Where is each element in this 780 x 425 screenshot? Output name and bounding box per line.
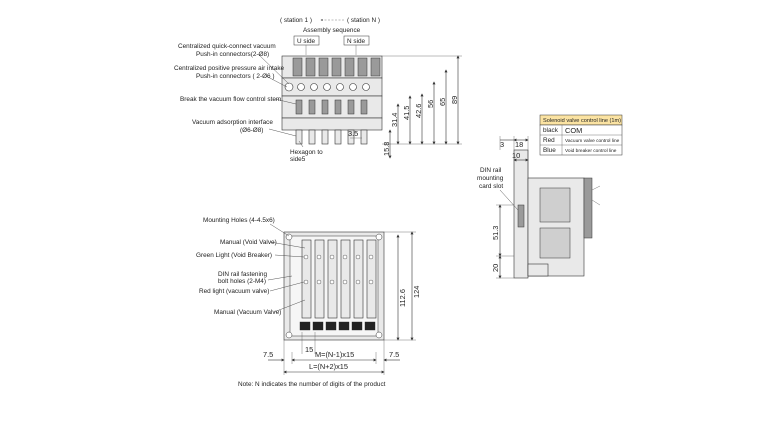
plan-view: Mounting Holes (4-4.5x6) Manual (Void Va… bbox=[196, 217, 421, 388]
solenoid-table-body bbox=[539, 124, 623, 156]
solenoid-row-red-color: Red bbox=[543, 137, 555, 144]
leader-manual-void bbox=[269, 241, 306, 249]
callout-mounting-holes: Mounting Holes (4-4.5x6) bbox=[203, 217, 275, 224]
front-bottom-dimensions: 3.5 15.8 bbox=[348, 129, 392, 159]
leader-din-slot bbox=[499, 189, 519, 211]
leader-flow-stem bbox=[274, 98, 297, 105]
plan-vertical-dimensions: 112.6 124 bbox=[384, 231, 421, 341]
callout-red-light: Red light (vacuum valve) bbox=[199, 288, 269, 295]
side-dim-20: 20 bbox=[491, 264, 500, 272]
callout-air-intake-2: Push-in connectors ( 2-Ø6 ) bbox=[196, 73, 275, 80]
front-stems bbox=[295, 99, 368, 115]
assembly-header: ( station 1 ) ( station N ) Assembly seq… bbox=[280, 17, 380, 55]
dim-56: 56 bbox=[426, 100, 435, 108]
side-dimensions: 3 18 10 51.3 20 bbox=[491, 136, 529, 279]
plan-stations bbox=[301, 239, 377, 319]
front-nozzles bbox=[295, 129, 368, 145]
dim-l-formula: L=(N+2)x15 bbox=[309, 362, 348, 371]
solenoid-row-black-color: black bbox=[543, 127, 559, 134]
din-label-3: card slot bbox=[479, 183, 503, 190]
front-ports bbox=[284, 82, 370, 92]
leader-vacuum-connectors bbox=[257, 53, 290, 85]
leader-mounting-holes bbox=[269, 223, 290, 237]
u-side-label: U side bbox=[297, 38, 316, 45]
assembly-sequence-label: Assembly sequence bbox=[303, 27, 361, 34]
station-last-label: ( station N ) bbox=[347, 17, 380, 24]
leader-red-light bbox=[269, 281, 305, 292]
dim-31-4: 31.4 bbox=[390, 113, 399, 127]
side-breaker-block bbox=[539, 227, 571, 259]
leader-din-bolt bbox=[267, 275, 293, 281]
side-wire-2 bbox=[591, 199, 601, 206]
dim-left-7-5: 7.5 bbox=[263, 350, 273, 359]
side-dim-18: 18 bbox=[515, 140, 523, 149]
solenoid-row-blue-color: Blue bbox=[543, 147, 556, 154]
side-view: DIN rail mounting card slot 3 18 10 51.3… bbox=[477, 136, 601, 279]
dim-124: 124 bbox=[412, 286, 421, 298]
front-station-columns bbox=[292, 57, 381, 77]
callout-hexagon-2: side5 bbox=[290, 156, 306, 163]
solenoid-row-black-desc: COM bbox=[565, 126, 582, 135]
leader-adsorption bbox=[268, 128, 297, 137]
side-valve-block bbox=[539, 187, 571, 223]
leader-air-intake bbox=[265, 75, 288, 88]
dim-41-5: 41.5 bbox=[402, 106, 411, 120]
solenoid-row-red-desc: Vacuum valve control line bbox=[565, 138, 620, 144]
dim-3-5: 3.5 bbox=[348, 129, 358, 138]
callout-vacuum-connectors-1: Centralized quick-connect vacuum bbox=[178, 43, 276, 50]
side-bottom-fitting bbox=[527, 263, 549, 277]
dim-pitch-15: 15 bbox=[305, 345, 313, 354]
callout-din-bolt-1: DIN rail fastening bbox=[218, 271, 267, 278]
callout-air-intake-1: Centralized positive pressure air intake bbox=[174, 65, 285, 72]
callout-adsorption-2: (Ø6-Ø8) bbox=[240, 127, 263, 134]
callout-adsorption-1: Vacuum adsorption interface bbox=[192, 119, 273, 126]
dim-112-6: 112.6 bbox=[398, 289, 407, 307]
product-note: Note: N indicates the number of digits o… bbox=[238, 381, 386, 388]
station-first-label: ( station 1 ) bbox=[280, 17, 312, 24]
callout-hexagon-1: Hexagon to bbox=[290, 149, 323, 156]
leader-manual-vacuum bbox=[273, 299, 306, 313]
plan-horizontal-dimensions: 15 7.5 M=(N-1)x15 7.5 L=(N+2)x15 bbox=[263, 332, 400, 375]
mount-hole-bl bbox=[285, 331, 293, 339]
mount-hole-tr bbox=[375, 233, 383, 241]
side-wire-1 bbox=[591, 185, 601, 191]
callout-flow-stem: Break the vacuum flow control stem bbox=[180, 96, 281, 103]
din-label-1: DIN rail bbox=[480, 167, 501, 174]
callout-manual-vacuum: Manual (Vacuum Valve) bbox=[214, 309, 281, 316]
leader-hexagon bbox=[298, 140, 304, 148]
dim-right-7-5: 7.5 bbox=[389, 350, 399, 359]
dim-42-6: 42.6 bbox=[414, 104, 423, 118]
plan-connector-blocks bbox=[299, 321, 376, 331]
side-cable-exit bbox=[583, 177, 593, 239]
callout-din-bolt-2: bolt holes (2-M4) bbox=[218, 278, 266, 285]
callout-vacuum-connectors-2: Push-in connectors(2-Ø8) bbox=[196, 51, 269, 58]
u-side-box bbox=[293, 35, 320, 46]
callout-manual-void: Manual (Void Valve) bbox=[220, 239, 277, 246]
mount-hole-tl bbox=[285, 233, 293, 241]
solenoid-table: Solenoid valve control line (1m) black C… bbox=[539, 114, 623, 156]
dim-65: 65 bbox=[438, 98, 447, 106]
mount-hole-br bbox=[375, 331, 383, 339]
side-dim-10: 10 bbox=[512, 151, 520, 160]
side-card-slot bbox=[517, 204, 525, 228]
dim-m-formula: M=(N-1)x15 bbox=[315, 350, 354, 359]
leader-green-light bbox=[274, 254, 305, 258]
din-label-2: mounting bbox=[477, 175, 504, 182]
solenoid-row-blue-desc: Void breaker control line bbox=[565, 148, 617, 154]
callout-green-light: Green Light (Void Breaker) bbox=[196, 252, 272, 259]
side-dim-3: 3 bbox=[500, 140, 504, 149]
dim-15-8: 15.8 bbox=[382, 142, 391, 156]
front-base-block bbox=[281, 117, 383, 131]
front-view: Centralized quick-connect vacuum Push-in… bbox=[174, 43, 462, 163]
front-height-dimensions: 31.4 41.5 42.6 56 65 89 bbox=[382, 55, 462, 145]
solenoid-table-title: Solenoid valve control line (1m) bbox=[543, 118, 621, 124]
side-dim-51-3: 51.3 bbox=[491, 226, 500, 240]
n-side-label: N side bbox=[347, 38, 366, 45]
dim-89: 89 bbox=[450, 96, 459, 104]
n-side-box bbox=[343, 35, 370, 46]
